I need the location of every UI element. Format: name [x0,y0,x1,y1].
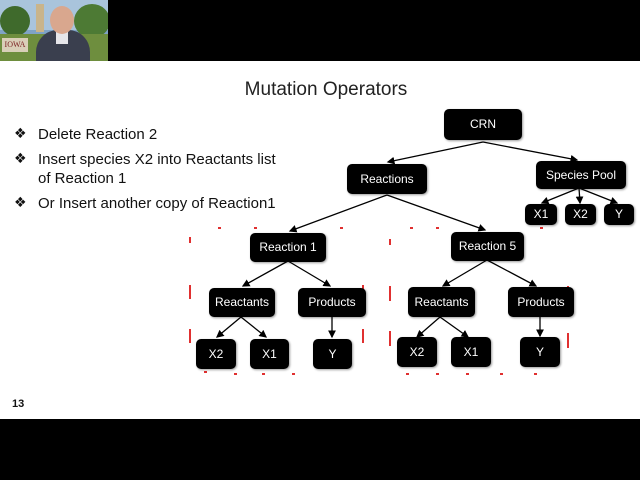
edge-reactions-reaction5 [386,194,487,232]
node-r1-y: Y [313,339,352,369]
node-r5-reactants: Reactants [408,287,475,317]
bullet-item: ❖ Or Insert another copy of Reaction1 [14,194,286,213]
node-r5-y: Y [520,337,560,367]
bullet-diamond-icon: ❖ [14,151,27,167]
dot-mark [218,227,221,229]
dot-mark [410,227,413,229]
node-reactions: Reactions [347,164,427,194]
edge-r5-reactants-x1 [439,316,470,338]
edge-pool-x1 [540,187,580,205]
bullet-list: ❖ Delete Reaction 2 ❖ Insert species X2 … [14,125,286,219]
dot-mark [254,227,257,229]
bullet-text: Delete Reaction 2 [38,126,158,143]
edge-r1-reactants-x2 [216,316,242,338]
slide: Mutation Operators ❖ Delete Reaction 2 ❖… [0,61,640,419]
node-pool-x1: X1 [525,204,557,225]
presenter-head [50,6,74,34]
dot-mark [436,227,439,229]
node-species-pool: Species Pool [536,161,626,189]
dot-mark [534,373,537,375]
bullet-item: ❖ Insert species X2 into Reactants list … [14,150,286,188]
edge-reaction1-products [287,260,332,287]
dot-mark [262,373,265,375]
edge-pool-y [578,187,619,205]
dot-mark [406,373,409,375]
dot-mark [436,373,439,375]
webcam-tower [36,4,44,32]
node-pool-x2: X2 [565,204,596,225]
bullet-text: Insert species X2 into Reactants list of… [38,151,276,187]
dot-mark [292,373,295,375]
edge-r5-reactants-x2 [416,316,441,338]
node-r5-x1: X1 [451,337,491,367]
presenter-webcam: IOWA [0,0,108,61]
bullet-text: Or Insert another copy of Reaction1 [38,195,276,212]
edge-pool-x2 [575,187,584,205]
edge-r1-reactants-x1 [240,316,268,338]
dot-mark [340,227,343,229]
dot-mark [204,371,207,373]
node-r5-x2: X2 [397,337,437,367]
bullet-diamond-icon: ❖ [14,195,27,211]
node-pool-y: Y [604,204,634,225]
slide-number: 13 [12,398,25,410]
edge-reaction5-reactants [441,259,488,287]
edge-reaction1-reactants [241,260,289,287]
node-reaction5: Reaction 5 [451,232,524,261]
slide-title: Mutation Operators [244,79,408,100]
node-r5-products: Products [508,287,574,317]
node-reaction1: Reaction 1 [250,233,326,262]
bullet-item: ❖ Delete Reaction 2 [14,125,286,144]
node-r1-x1: X1 [250,339,289,369]
edge-reactions-reaction1 [288,194,388,233]
dot-mark [234,373,237,375]
webcam-sign: IOWA [2,38,28,52]
node-r1-reactants: Reactants [209,288,275,317]
webcam-tree [0,6,30,36]
dot-mark [540,227,543,229]
edge-crn-species-pool [482,141,579,163]
dot-mark [466,373,469,375]
webcam-tree [74,4,108,38]
edge-crn-reactions [386,141,484,165]
bullet-diamond-icon: ❖ [14,126,27,142]
node-crn: CRN [444,109,522,140]
edge-reaction5-products [486,259,538,287]
tree-edges [189,141,619,375]
node-r1-products: Products [298,288,366,317]
node-r1-x2: X2 [196,339,236,369]
dot-mark [500,373,503,375]
